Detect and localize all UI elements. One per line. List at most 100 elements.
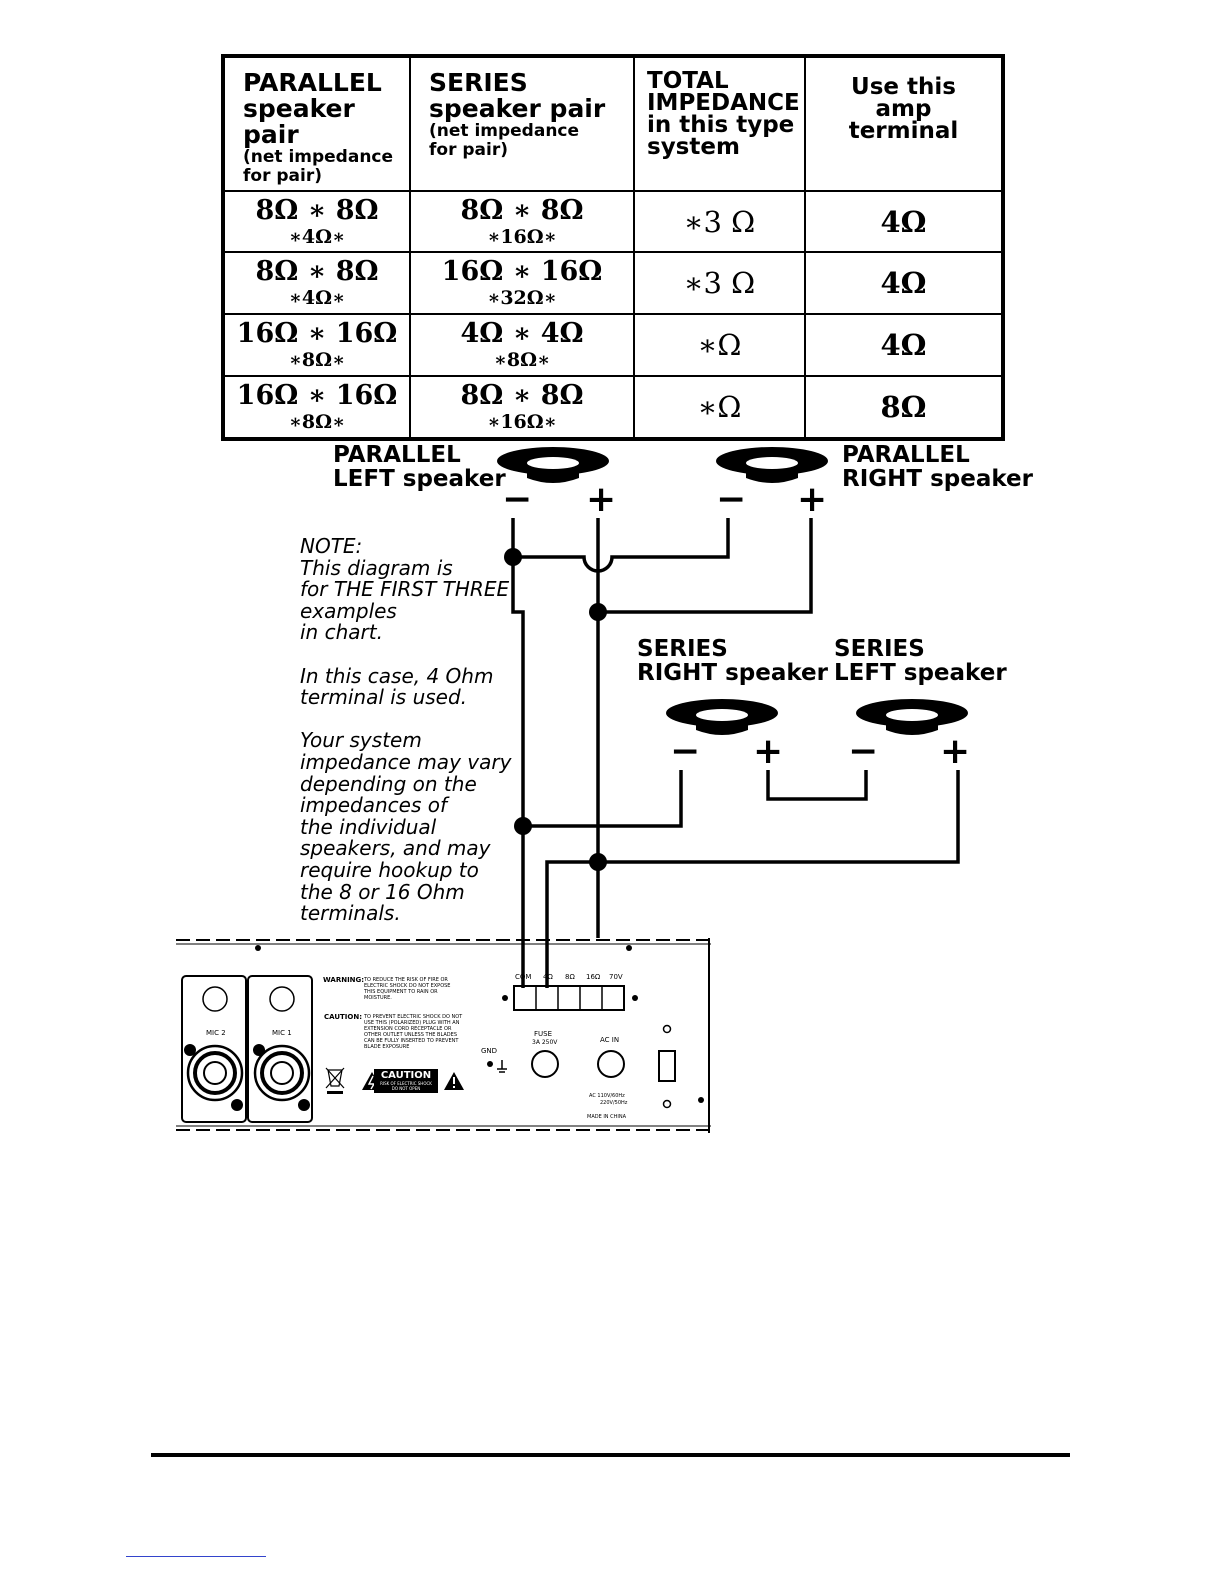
minus-icon: − bbox=[848, 731, 878, 772]
ac-inlet bbox=[597, 1050, 625, 1078]
mic2-label: MIC 2 bbox=[206, 1029, 226, 1037]
cell-parallel: 8Ω ∗ 8Ω∗4Ω∗ bbox=[222, 190, 411, 253]
total-impedance: ∗3 Ω bbox=[683, 204, 756, 239]
terminal-label-8ohm: 8Ω bbox=[565, 973, 575, 981]
header-series-note1: (net impedance bbox=[429, 121, 580, 141]
total-impedance: ∗Ω bbox=[697, 390, 742, 424]
parallel-pair: 8Ω ∗ 8Ω bbox=[255, 194, 379, 226]
caution-badge bbox=[374, 1069, 438, 1093]
speaker-wires bbox=[511, 518, 960, 988]
diagram-note: NOTE: This diagram is for THE FIRST THRE… bbox=[300, 534, 560, 946]
minus-icon: − bbox=[716, 479, 746, 520]
cell-terminal: 4Ω bbox=[804, 190, 1004, 253]
plus-icon: + bbox=[797, 479, 827, 520]
plus-icon: + bbox=[940, 731, 970, 772]
ground-terminal-icon bbox=[487, 1060, 507, 1073]
header-series-sub: speaker pair bbox=[429, 94, 606, 123]
amp-terminal: 4Ω bbox=[880, 266, 927, 300]
header-terminal-line3: terminal bbox=[848, 118, 959, 144]
terminal-label-4ohm: 4Ω bbox=[543, 973, 553, 981]
label-line: RIGHT speaker bbox=[637, 660, 828, 686]
header-terminal-line1: Use this bbox=[851, 74, 956, 100]
table-row: 8Ω ∗ 8Ω∗4Ω∗ 16Ω ∗ 16Ω∗32Ω∗ ∗3 Ω 4Ω bbox=[222, 251, 1004, 315]
plus-icon: + bbox=[753, 731, 783, 772]
plus-icon: + bbox=[586, 479, 616, 520]
minus-icon: − bbox=[670, 731, 700, 772]
series-pair: 4Ω ∗ 4Ω bbox=[460, 318, 584, 349]
gnd-label: GND bbox=[481, 1047, 498, 1055]
parallel-net: ∗8Ω∗ bbox=[288, 349, 346, 371]
terminal-label-16ohm: 16Ω bbox=[586, 973, 601, 981]
parallel-pair: 8Ω ∗ 8Ω bbox=[255, 256, 379, 287]
parallel-pair: 16Ω ∗ 16Ω bbox=[236, 380, 398, 411]
mic1-label: MIC 1 bbox=[272, 1029, 292, 1037]
series-net: ∗16Ω∗ bbox=[487, 225, 557, 248]
header-series-note2: for pair) bbox=[429, 140, 508, 160]
total-impedance: ∗3 Ω bbox=[683, 266, 756, 300]
note-paragraph: NOTE: This diagram is for THE FIRST THRE… bbox=[300, 534, 510, 645]
made-in-label: MADE IN CHINA bbox=[587, 1114, 627, 1120]
table-header-row: PARALLEL speaker pair (net impedance for… bbox=[222, 55, 1004, 192]
header-terminal: Use this amp terminal bbox=[804, 55, 1004, 192]
header-series: SERIES speaker pair (net impedance for p… bbox=[409, 55, 635, 192]
header-total: TOTAL IMPEDANCE in this type system bbox=[633, 55, 806, 192]
ac-rating-2: 220V/50Hz bbox=[600, 1100, 628, 1106]
series-net: ∗16Ω∗ bbox=[487, 411, 557, 433]
note-paragraph: In this case, 4 Ohm terminal is used. bbox=[300, 663, 494, 710]
amp-panel-graphic bbox=[176, 938, 711, 1133]
header-parallel-note2: for pair) bbox=[243, 166, 322, 186]
label-line: RIGHT speaker bbox=[842, 466, 1033, 492]
label-line: PARALLEL bbox=[333, 442, 461, 468]
attention-icon bbox=[444, 1072, 464, 1090]
label-line: PARALLEL bbox=[842, 442, 970, 468]
cell-parallel: 16Ω ∗ 16Ω∗8Ω∗ bbox=[222, 375, 411, 440]
caution-label: CAUTION: bbox=[324, 1013, 363, 1021]
footer-link-underline bbox=[126, 1556, 266, 1557]
parallel-pair: 16Ω ∗ 16Ω bbox=[236, 318, 398, 349]
speaker-parallel-right bbox=[716, 447, 828, 483]
series-pair: 16Ω ∗ 16Ω bbox=[441, 256, 603, 287]
terminal-label-70v: 70V bbox=[609, 973, 623, 981]
header-total-line1: TOTAL bbox=[647, 68, 729, 94]
fuse-rating: 3A 250V bbox=[532, 1039, 558, 1046]
amplifier-rear-panel: MIC 2 MIC 1 WARNING: TO REDUCE THE RISK … bbox=[176, 938, 711, 1133]
junction-dots bbox=[504, 548, 607, 871]
amp-terminal: 8Ω bbox=[880, 390, 927, 424]
cell-terminal: 8Ω bbox=[804, 375, 1004, 440]
label-line: LEFT speaker bbox=[333, 466, 506, 492]
warning-label: WARNING: bbox=[323, 976, 365, 984]
header-terminal-line2: amp bbox=[875, 96, 932, 122]
caution-badge-title: CAUTION bbox=[380, 1070, 432, 1081]
ac-rating-1: AC 110V/60Hz bbox=[589, 1093, 625, 1099]
speaker-series-left bbox=[856, 699, 968, 735]
cell-total: ∗3 Ω bbox=[633, 190, 806, 253]
header-parallel-sub: speaker pair bbox=[243, 94, 355, 149]
fuse-holder bbox=[531, 1050, 559, 1078]
header-total-line4: system bbox=[647, 134, 740, 160]
fuse-label: FUSE bbox=[534, 1030, 553, 1038]
label-parallel-right: PARALLEL RIGHT speaker bbox=[842, 443, 1033, 491]
mic1-module bbox=[247, 975, 313, 1123]
cell-terminal: 4Ω bbox=[804, 251, 1004, 315]
cell-total: ∗Ω bbox=[633, 375, 806, 440]
speaker-terminal-block bbox=[502, 985, 638, 1011]
cell-parallel: 8Ω ∗ 8Ω∗4Ω∗ bbox=[222, 251, 411, 315]
cell-series: 16Ω ∗ 16Ω∗32Ω∗ bbox=[409, 251, 635, 315]
ac-in-label: AC IN bbox=[600, 1036, 620, 1044]
speaker-parallel-left bbox=[497, 447, 609, 483]
power-switch bbox=[658, 1050, 676, 1082]
label-series-left: SERIES LEFT speaker bbox=[834, 637, 1007, 685]
cell-parallel: 16Ω ∗ 16Ω∗8Ω∗ bbox=[222, 313, 411, 377]
caution-text: TO PREVENT ELECTRIC SHOCK DO NOT USE THI… bbox=[364, 1014, 463, 1050]
label-series-right: SERIES RIGHT speaker bbox=[637, 637, 828, 685]
parallel-net: ∗4Ω∗ bbox=[288, 225, 346, 248]
header-parallel-title: PARALLEL bbox=[243, 68, 382, 97]
recycle-bin-icon bbox=[325, 1067, 345, 1094]
cell-total: ∗Ω bbox=[633, 313, 806, 377]
cell-series: 8Ω ∗ 8Ω∗16Ω∗ bbox=[409, 190, 635, 253]
series-pair: 8Ω ∗ 8Ω bbox=[460, 380, 584, 411]
speaker-series-right bbox=[666, 699, 778, 735]
cell-series: 4Ω ∗ 4Ω∗8Ω∗ bbox=[409, 313, 635, 377]
caution-badge-sub1: RISK OF ELECTRIC SHOCK bbox=[380, 1081, 432, 1086]
